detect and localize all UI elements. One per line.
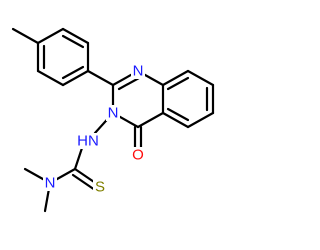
atom-s: S <box>93 179 107 196</box>
structure-svg: N N HN O N S <box>11 27 215 213</box>
bond-benzo-5b <box>166 107 190 122</box>
bond-benzo-1b <box>166 76 190 91</box>
atom-labels: N N HN O N S <box>43 63 145 196</box>
bond-benzo-5 <box>161 111 190 129</box>
bond-c4a-c4 <box>136 111 165 129</box>
atom-n-dimethyl: N <box>43 175 57 192</box>
atom-n3: N <box>106 105 120 122</box>
bonds <box>11 27 215 213</box>
bond-c2-n1-b <box>117 76 141 91</box>
molecule-diagram: N N HN O N S <box>11 27 215 213</box>
atom-n1: N <box>131 63 145 80</box>
bond-cs-2 <box>71 173 97 192</box>
bond-tolyl-5b <box>61 34 85 49</box>
bond-benzo-1 <box>161 69 190 87</box>
atom-nh-label: HN <box>77 133 99 150</box>
atom-s-label: S <box>95 179 105 196</box>
bond-tolyl-3 <box>61 69 90 87</box>
atom-n1-label: N <box>133 63 144 80</box>
atom-o-label: O <box>132 147 144 164</box>
atom-n-dimethyl-label: N <box>45 175 56 192</box>
atom-o: O <box>131 147 145 164</box>
atom-nh: HN <box>77 133 99 150</box>
atom-n3-label: N <box>108 105 119 122</box>
bond-tolyl-2 <box>36 69 65 87</box>
bond-aryl-c2 <box>86 69 115 87</box>
bond-tolyl-5 <box>61 27 90 45</box>
bond-methyl <box>11 27 40 45</box>
bond-tolyl-3b <box>61 65 85 80</box>
bond-nh-cthio <box>73 146 84 171</box>
bond-tolyl-6 <box>36 27 65 45</box>
bond-benzo-4 <box>186 111 215 129</box>
bond-benzo-2 <box>186 69 215 87</box>
